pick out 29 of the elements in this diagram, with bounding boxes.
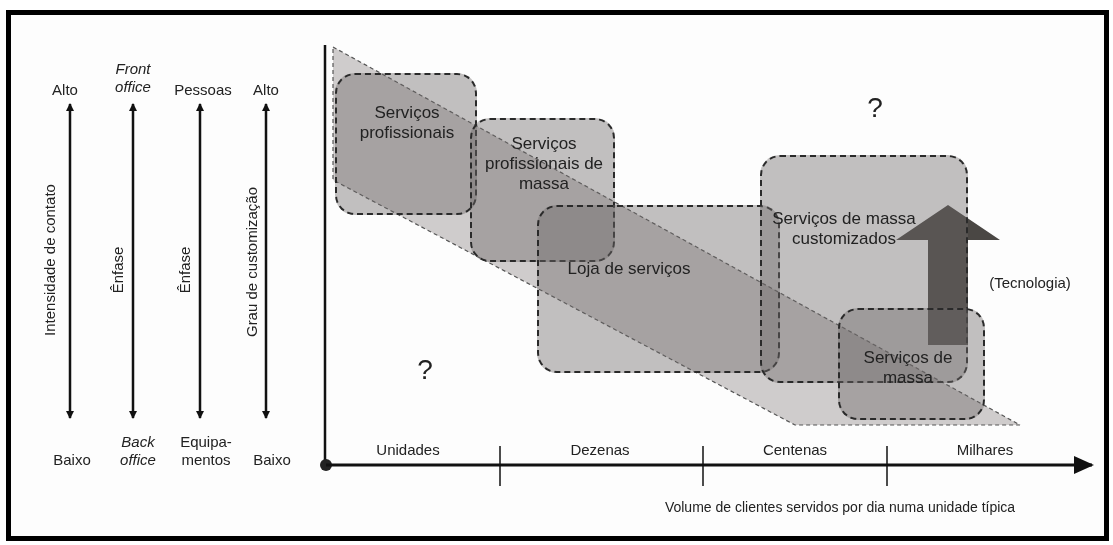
area-label: Loja de serviços <box>566 259 692 279</box>
scale-label: Centenas <box>762 441 828 459</box>
service-area-box <box>760 155 968 383</box>
area-label: Serviços de massa <box>862 348 954 388</box>
axis-end-label: Alto <box>253 81 279 99</box>
arrow-label: (Tecnologia) <box>989 274 1071 292</box>
axis-title: Intensidade de contato <box>41 184 59 336</box>
area-label: Serviços profissionais de massa <box>483 134 605 194</box>
question-mark: ? <box>417 354 433 386</box>
axis-end-label: Baixo <box>53 451 91 469</box>
axis-end-label: Pessoas <box>174 81 232 99</box>
axis-end-label: Equipa- mentos <box>179 433 233 469</box>
axis-title: Ênfase <box>176 246 194 294</box>
service-area-box <box>470 118 615 262</box>
axis-title: Ênfase <box>109 246 127 294</box>
service-area-box <box>335 73 477 215</box>
axis-title: Volume de clientes servidos por dia numa unidade típica <box>664 498 1016 516</box>
scale-label: Unidades <box>376 441 440 459</box>
axis-end-label: Back office <box>119 433 157 469</box>
question-mark: ? <box>867 92 883 124</box>
axis-end-label: Alto <box>52 81 78 99</box>
scale-label: Dezenas <box>570 441 630 459</box>
service-area-box <box>838 308 985 420</box>
area-label: Serviços profissionais <box>358 103 456 143</box>
axis-title: Grau de customização <box>243 186 261 338</box>
scale-label: Milhares <box>956 441 1014 459</box>
axis-end-label: Front office <box>114 60 152 96</box>
axis-end-label: Baixo <box>253 451 291 469</box>
area-label: Serviços de massa customizados <box>771 209 917 249</box>
